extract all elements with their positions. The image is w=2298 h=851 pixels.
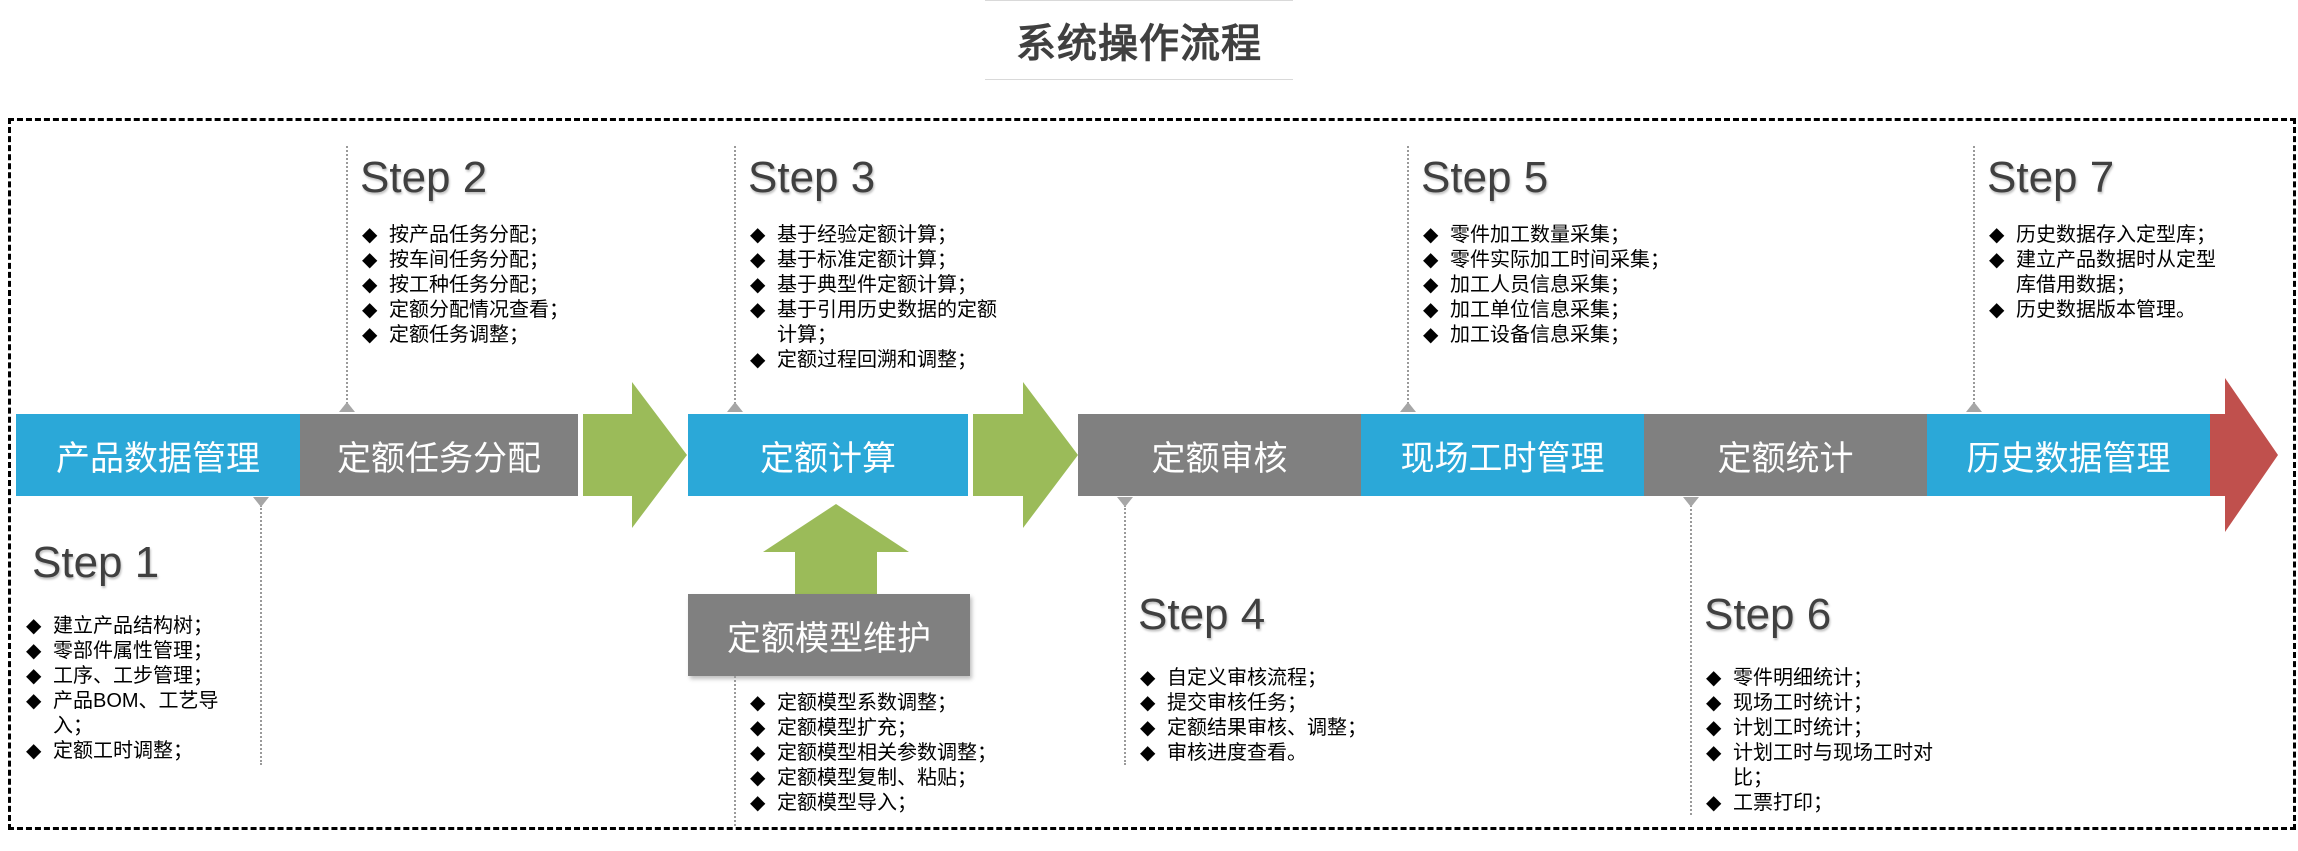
list-item: ◆建立产品结构树； [26,615,213,637]
list-item: ◆历史数据版本管理。 [1989,299,2196,321]
list-item: ◆基于引用历史数据的定额计算； [750,299,997,346]
list-item: ◆定额结果审核、调整； [1140,717,1367,739]
step2-title: Step 2 [360,153,488,202]
connector-step1 [260,505,262,765]
product-data-box[interactable]: 产品数据管理 [16,414,300,496]
step1-list: ◆建立产品结构树； ◆零部件属性管理； ◆工序、工步管理； ◆产品BOM、工艺导… [26,614,238,764]
list-item: ◆自定义审核流程； [1140,667,1327,689]
model-list: ◆定额模型系数调整； ◆定额模型扩充； ◆定额模型相关参数调整； ◆定额模型复制… [750,691,1020,816]
connector-step3 [734,146,736,404]
onsite-hours-box[interactable]: 现场工时管理 [1361,414,1644,496]
list-item: ◆现场工时统计； [1706,692,1873,714]
step4-title: Step 4 [1138,590,1266,639]
connector-model [734,676,736,826]
connector-step5 [1407,146,1409,404]
list-item: ◆工票打印； [1706,792,1833,814]
marker-step1 [253,497,269,507]
step3-list: ◆基于经验定额计算； ◆基于标准定额计算； ◆基于典型件定额计算； ◆基于引用历… [750,223,1000,373]
list-item: ◆建立产品数据时从定型库借用数据； [1989,249,2216,296]
list-item: ◆加工人员信息采集； [1423,274,1630,296]
page-title: 系统操作流程 [985,0,1293,80]
connector-step2 [346,146,348,404]
list-item: ◆按产品任务分配； [362,224,549,246]
list-item: ◆定额模型导入； [750,792,917,814]
list-item: ◆基于经验定额计算； [750,224,957,246]
process-frame [8,118,2296,830]
step7-list: ◆历史数据存入定型库； ◆建立产品数据时从定型库借用数据； ◆历史数据版本管理。 [1989,223,2219,323]
list-item: ◆定额模型相关参数调整； [750,742,997,764]
list-item: ◆提交审核任务； [1140,692,1307,714]
list-item: ◆定额模型复制、粘贴； [750,767,977,789]
marker-step4 [1117,497,1133,507]
red-arrow-head [2208,378,2278,532]
connector-step4 [1124,505,1126,765]
list-item: ◆定额模型系数调整； [750,692,957,714]
marker-step6 [1683,497,1699,507]
connector-step6 [1690,505,1692,815]
list-item: ◆计划工时与现场工时对比； [1706,742,1933,789]
green-arrow-2 [973,382,1078,528]
green-arrow-1 [583,382,687,528]
list-item: ◆零件加工数量采集； [1423,224,1630,246]
step6-title: Step 6 [1704,590,1832,639]
quota-stats-box[interactable]: 定额统计 [1644,414,1927,496]
list-item: ◆工序、工步管理； [26,665,213,687]
list-item: ◆基于标准定额计算； [750,249,957,271]
quota-calc-box[interactable]: 定额计算 [688,414,968,496]
list-item: ◆定额过程回溯和调整； [750,349,977,371]
connector-step7 [1973,146,1975,404]
list-item: ◆产品BOM、工艺导入； [26,690,219,737]
green-arrow-up [763,504,909,594]
step7-title: Step 7 [1987,153,2115,202]
list-item: ◆零件明细统计； [1706,667,1873,689]
step4-list: ◆自定义审核流程； ◆提交审核任务； ◆定额结果审核、调整； ◆审核进度查看。 [1140,666,1400,766]
marker-step7 [1966,402,1982,412]
list-item: ◆定额模型扩充； [750,717,917,739]
list-item: ◆零部件属性管理； [26,640,213,662]
task-allocation-box[interactable]: 定额任务分配 [300,414,578,496]
quota-review-box[interactable]: 定额审核 [1078,414,1361,496]
marker-step5 [1400,402,1416,412]
list-item: ◆加工设备信息采集； [1423,324,1630,346]
marker-step2 [339,402,355,412]
step6-list: ◆零件明细统计； ◆现场工时统计； ◆计划工时统计； ◆计划工时与现场工时对比；… [1706,666,1936,816]
step5-list: ◆零件加工数量采集； ◆零件实际加工时间采集； ◆加工人员信息采集； ◆加工单位… [1423,223,1713,348]
list-item: ◆零件实际加工时间采集； [1423,249,1670,271]
step2-list: ◆按产品任务分配； ◆按车间任务分配； ◆按工种任务分配； ◆定额分配情况查看；… [362,223,602,348]
list-item: ◆定额分配情况查看； [362,299,569,321]
list-item: ◆历史数据存入定型库； [1989,224,2216,246]
list-item: ◆基于典型件定额计算； [750,274,977,296]
list-item: ◆定额任务调整； [362,324,529,346]
step1-title: Step 1 [32,538,160,587]
marker-step3 [727,402,743,412]
model-maintenance-box[interactable]: 定额模型维护 [688,594,970,676]
list-item: ◆按工种任务分配； [362,274,549,296]
list-item: ◆审核进度查看。 [1140,742,1307,764]
list-item: ◆按车间任务分配； [362,249,549,271]
list-item: ◆定额工时调整； [26,740,193,762]
step3-title: Step 3 [748,153,876,202]
history-data-box[interactable]: 历史数据管理 [1927,414,2210,496]
list-item: ◆加工单位信息采集； [1423,299,1630,321]
list-item: ◆计划工时统计； [1706,717,1873,739]
step5-title: Step 5 [1421,153,1549,202]
